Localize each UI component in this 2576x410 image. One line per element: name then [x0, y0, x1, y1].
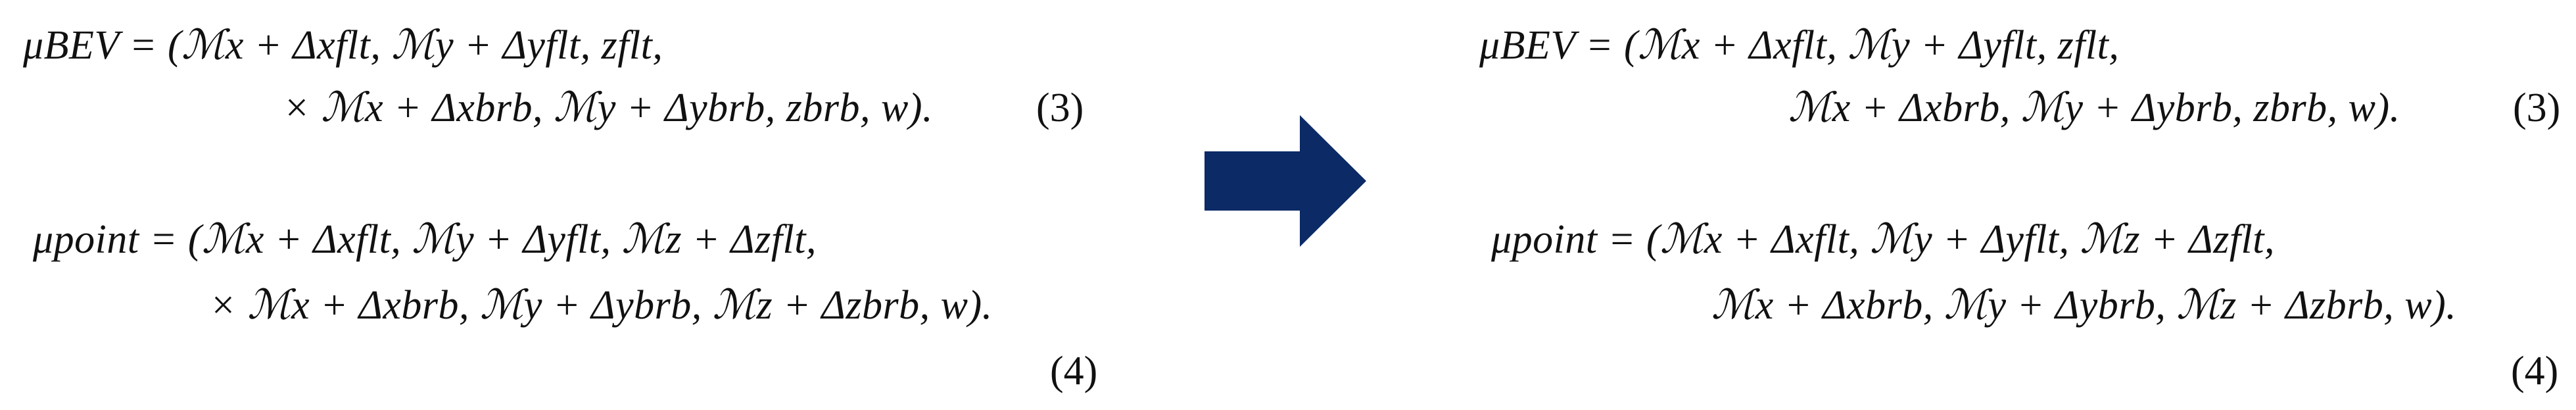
- equation-3-number: (3): [1036, 86, 1084, 130]
- equation-4-line-2: × ℳx + Δxbrb, ℳy + Δybrb, ℳz + Δzbrb, w)…: [209, 283, 993, 328]
- equation-4-line-1: μpoint = (ℳx + Δxflt, ℳy + Δyflt, ℳz + Δ…: [33, 217, 817, 262]
- equation-4-line-1: μpoint = (ℳx + Δxflt, ℳy + Δyflt, ℳz + Δ…: [1491, 217, 2275, 262]
- equation-4-number: (4): [1050, 349, 1098, 394]
- equation-3-number: (3): [2513, 86, 2561, 130]
- equation-3-line-2: × ℳx + Δxbrb, ℳy + Δybrb, zbrb, w).: [283, 86, 933, 130]
- equation-3-line-2: ℳx + Δxbrb, ℳy + Δybrb, zbrb, w).: [1788, 86, 2400, 130]
- equation-4-number: (4): [2511, 349, 2559, 394]
- equation-3-line-1: μBEV = (ℳx + Δxflt, ℳy + Δyflt, zflt,: [1479, 23, 2120, 68]
- original-equations: μBEV = (ℳx + Δxflt, ℳy + Δyflt, zflt, × …: [0, 0, 1151, 410]
- equation-3-line-1: μBEV = (ℳx + Δxflt, ℳy + Δyflt, zflt,: [23, 23, 663, 68]
- right-arrow-icon: [1205, 115, 1366, 247]
- corrected-equations: μBEV = (ℳx + Δxflt, ℳy + Δyflt, zflt, ℳx…: [1479, 0, 2576, 410]
- equation-4-line-2: ℳx + Δxbrb, ℳy + Δybrb, ℳz + Δzbrb, w).: [1711, 283, 2457, 328]
